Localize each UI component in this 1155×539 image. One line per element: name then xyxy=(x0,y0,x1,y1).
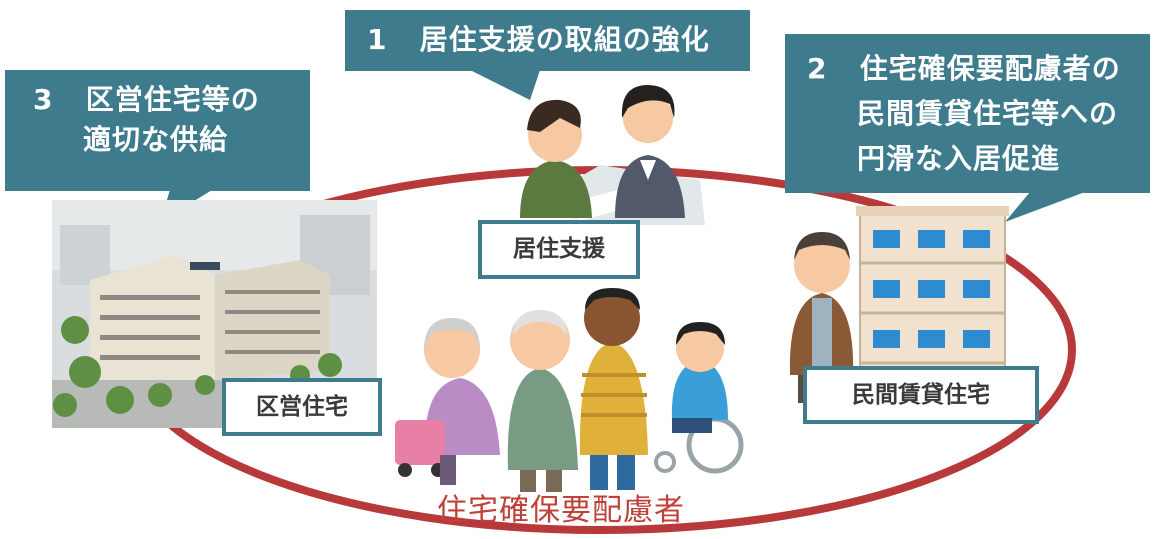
callout-ward-number: 3 xyxy=(33,83,54,116)
callout-support-number: 1 xyxy=(367,23,388,56)
callout-private-number: 2 xyxy=(807,52,828,85)
callout-private-line-3: 円滑な入居促進 xyxy=(857,142,1061,175)
callout-support: 1 居住支援の取組の強化 xyxy=(345,10,750,71)
people-group-illustration xyxy=(395,288,744,492)
callout-tail-private xyxy=(1005,192,1085,222)
callout-private-line-2: 民間賃貸住宅等への xyxy=(857,97,1119,130)
callout-support-line: 1 居住支援の取組の強化 xyxy=(367,23,710,56)
label-support: 居住支援 xyxy=(478,220,640,279)
callout-ward-line-2: 適切な供給 xyxy=(83,123,229,156)
consultation-illustration xyxy=(520,85,705,225)
callout-ward-housing: 3 区営住宅等の 適切な供給 xyxy=(5,70,310,191)
label-ward-housing: 区営住宅 xyxy=(222,378,382,436)
callout-tail-support xyxy=(470,70,540,100)
callout-private-rental: 2 住宅確保要配慮者の 民間賃貸住宅等への 円滑な入居促進 xyxy=(785,34,1150,193)
callout-private-line-1: 2 住宅確保要配慮者の xyxy=(807,52,1121,85)
center-title: 住宅確保要配慮者 xyxy=(437,493,685,528)
label-private-rental: 民間賃貸住宅 xyxy=(803,366,1039,424)
callout-ward-line-1: 3 区営住宅等の xyxy=(33,83,260,116)
ward-housing-photo xyxy=(52,200,377,428)
